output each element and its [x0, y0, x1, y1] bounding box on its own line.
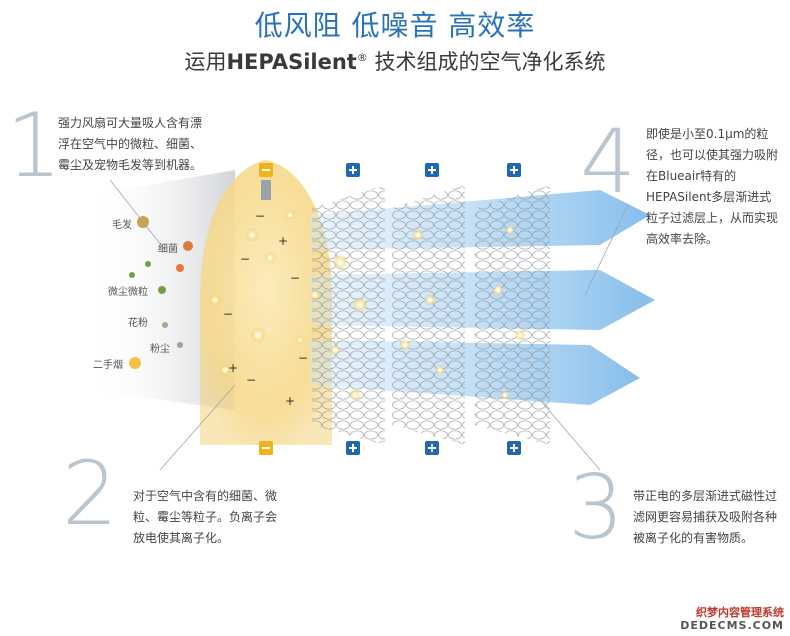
particle: [424, 294, 436, 306]
positive-ion: +: [278, 234, 288, 248]
page-title: 低风阻 低噪音 高效率: [254, 9, 536, 42]
particle: [352, 297, 368, 313]
particle: [505, 225, 515, 235]
ionizer-glow: [200, 160, 332, 445]
subtitle-prefix: 运用: [184, 50, 227, 74]
negative-ion: −: [290, 271, 300, 285]
particle: [285, 210, 295, 220]
positive-marker: [346, 441, 360, 455]
filter-layer-1: [312, 185, 385, 445]
particle-smoke: [129, 357, 141, 369]
particle: [492, 284, 504, 296]
particle: [219, 364, 231, 376]
negative-charge-markers: [259, 163, 273, 455]
positive-marker: [425, 441, 439, 455]
incoming-particles: [129, 216, 193, 369]
particle: [500, 390, 510, 400]
positive-charge-markers: [346, 163, 521, 455]
callout-lines: [109, 179, 629, 471]
particle-label-smoke: 二手烟: [93, 360, 123, 371]
positive-marker: [507, 163, 521, 177]
watermark: 织梦内容管理系统 DEDECMS.COM: [680, 606, 784, 632]
ionized-particles: [209, 210, 526, 401]
ion-symbols: − + − − − − + − +: [223, 209, 308, 408]
negative-ion: −: [240, 252, 250, 266]
particle: [435, 365, 445, 375]
step-text-3: 带正电的多层渐进式磁性过滤网更容易捕获及吸附各种被离子化的有害物质。: [633, 489, 778, 545]
subtitle-brand: HEPASilent: [226, 50, 357, 74]
positive-marker: [507, 441, 521, 455]
positive-ion: +: [285, 394, 295, 408]
step-text-2: 对于空气中含有的细菌、微粒、霉尘等粒子。负离子会放电使其离子化。: [133, 489, 278, 545]
particle: [399, 339, 411, 351]
particle-label-powder: 粉尘: [150, 344, 170, 355]
particle: [264, 252, 276, 264]
particle-dust: [158, 286, 166, 294]
negative-ion: −: [298, 351, 308, 365]
particle: [514, 329, 526, 341]
positive-ion: +: [228, 361, 238, 375]
filter-layer-2: [392, 185, 465, 445]
particle: [412, 229, 424, 241]
particle: [295, 335, 305, 345]
particle: [332, 254, 348, 270]
particle-dust: [145, 261, 151, 267]
step-number-2: 2: [62, 442, 118, 545]
particle: [349, 389, 361, 401]
step-text-1: 强力风扇可大量吸人含有漂浮在空气中的微粒、细菌、霉尘及宠物毛发等到机器。: [58, 116, 203, 172]
particle-bacteria: [176, 264, 184, 272]
particle-bacteria: [183, 241, 193, 251]
page-subtitle: 运用HEPASilent® 技术组成的空气净化系统: [0, 46, 790, 76]
filter-layer-3: [475, 185, 550, 445]
subtitle-suffix: 技术组成的空气净化系统: [367, 50, 606, 74]
negative-ion: −: [255, 209, 265, 223]
negative-ion: −: [246, 373, 256, 387]
particle-pollen: [162, 322, 168, 328]
particle-label-dust: 微尘微粒: [108, 287, 148, 298]
negative-ion: −: [223, 307, 233, 321]
registered-mark: ®: [356, 51, 368, 64]
particle: [209, 294, 221, 306]
particle: [309, 289, 321, 301]
step-text-4: 即使是小至0.1μm的粒径，也可以使其强力吸附在Blueair特有的HEPASi…: [646, 127, 779, 246]
step-number-1: 1: [6, 94, 62, 197]
watermark-line2: DEDECMS.COM: [680, 619, 784, 632]
particle: [245, 228, 259, 242]
step-number-4: 4: [580, 110, 636, 213]
particle-label-hair: 毛发: [112, 220, 132, 231]
positive-marker: [346, 163, 360, 177]
step-number-3: 3: [568, 456, 624, 559]
particle: [329, 344, 341, 356]
watermark-line1: 织梦内容管理系统: [696, 606, 784, 619]
particle-dust: [129, 272, 135, 278]
particle: [250, 327, 266, 343]
particle-powder: [177, 342, 183, 348]
positive-marker: [425, 163, 439, 177]
particle-label-bacteria: 细菌: [158, 244, 178, 255]
particle-label-pollen: 花粉: [128, 318, 148, 329]
